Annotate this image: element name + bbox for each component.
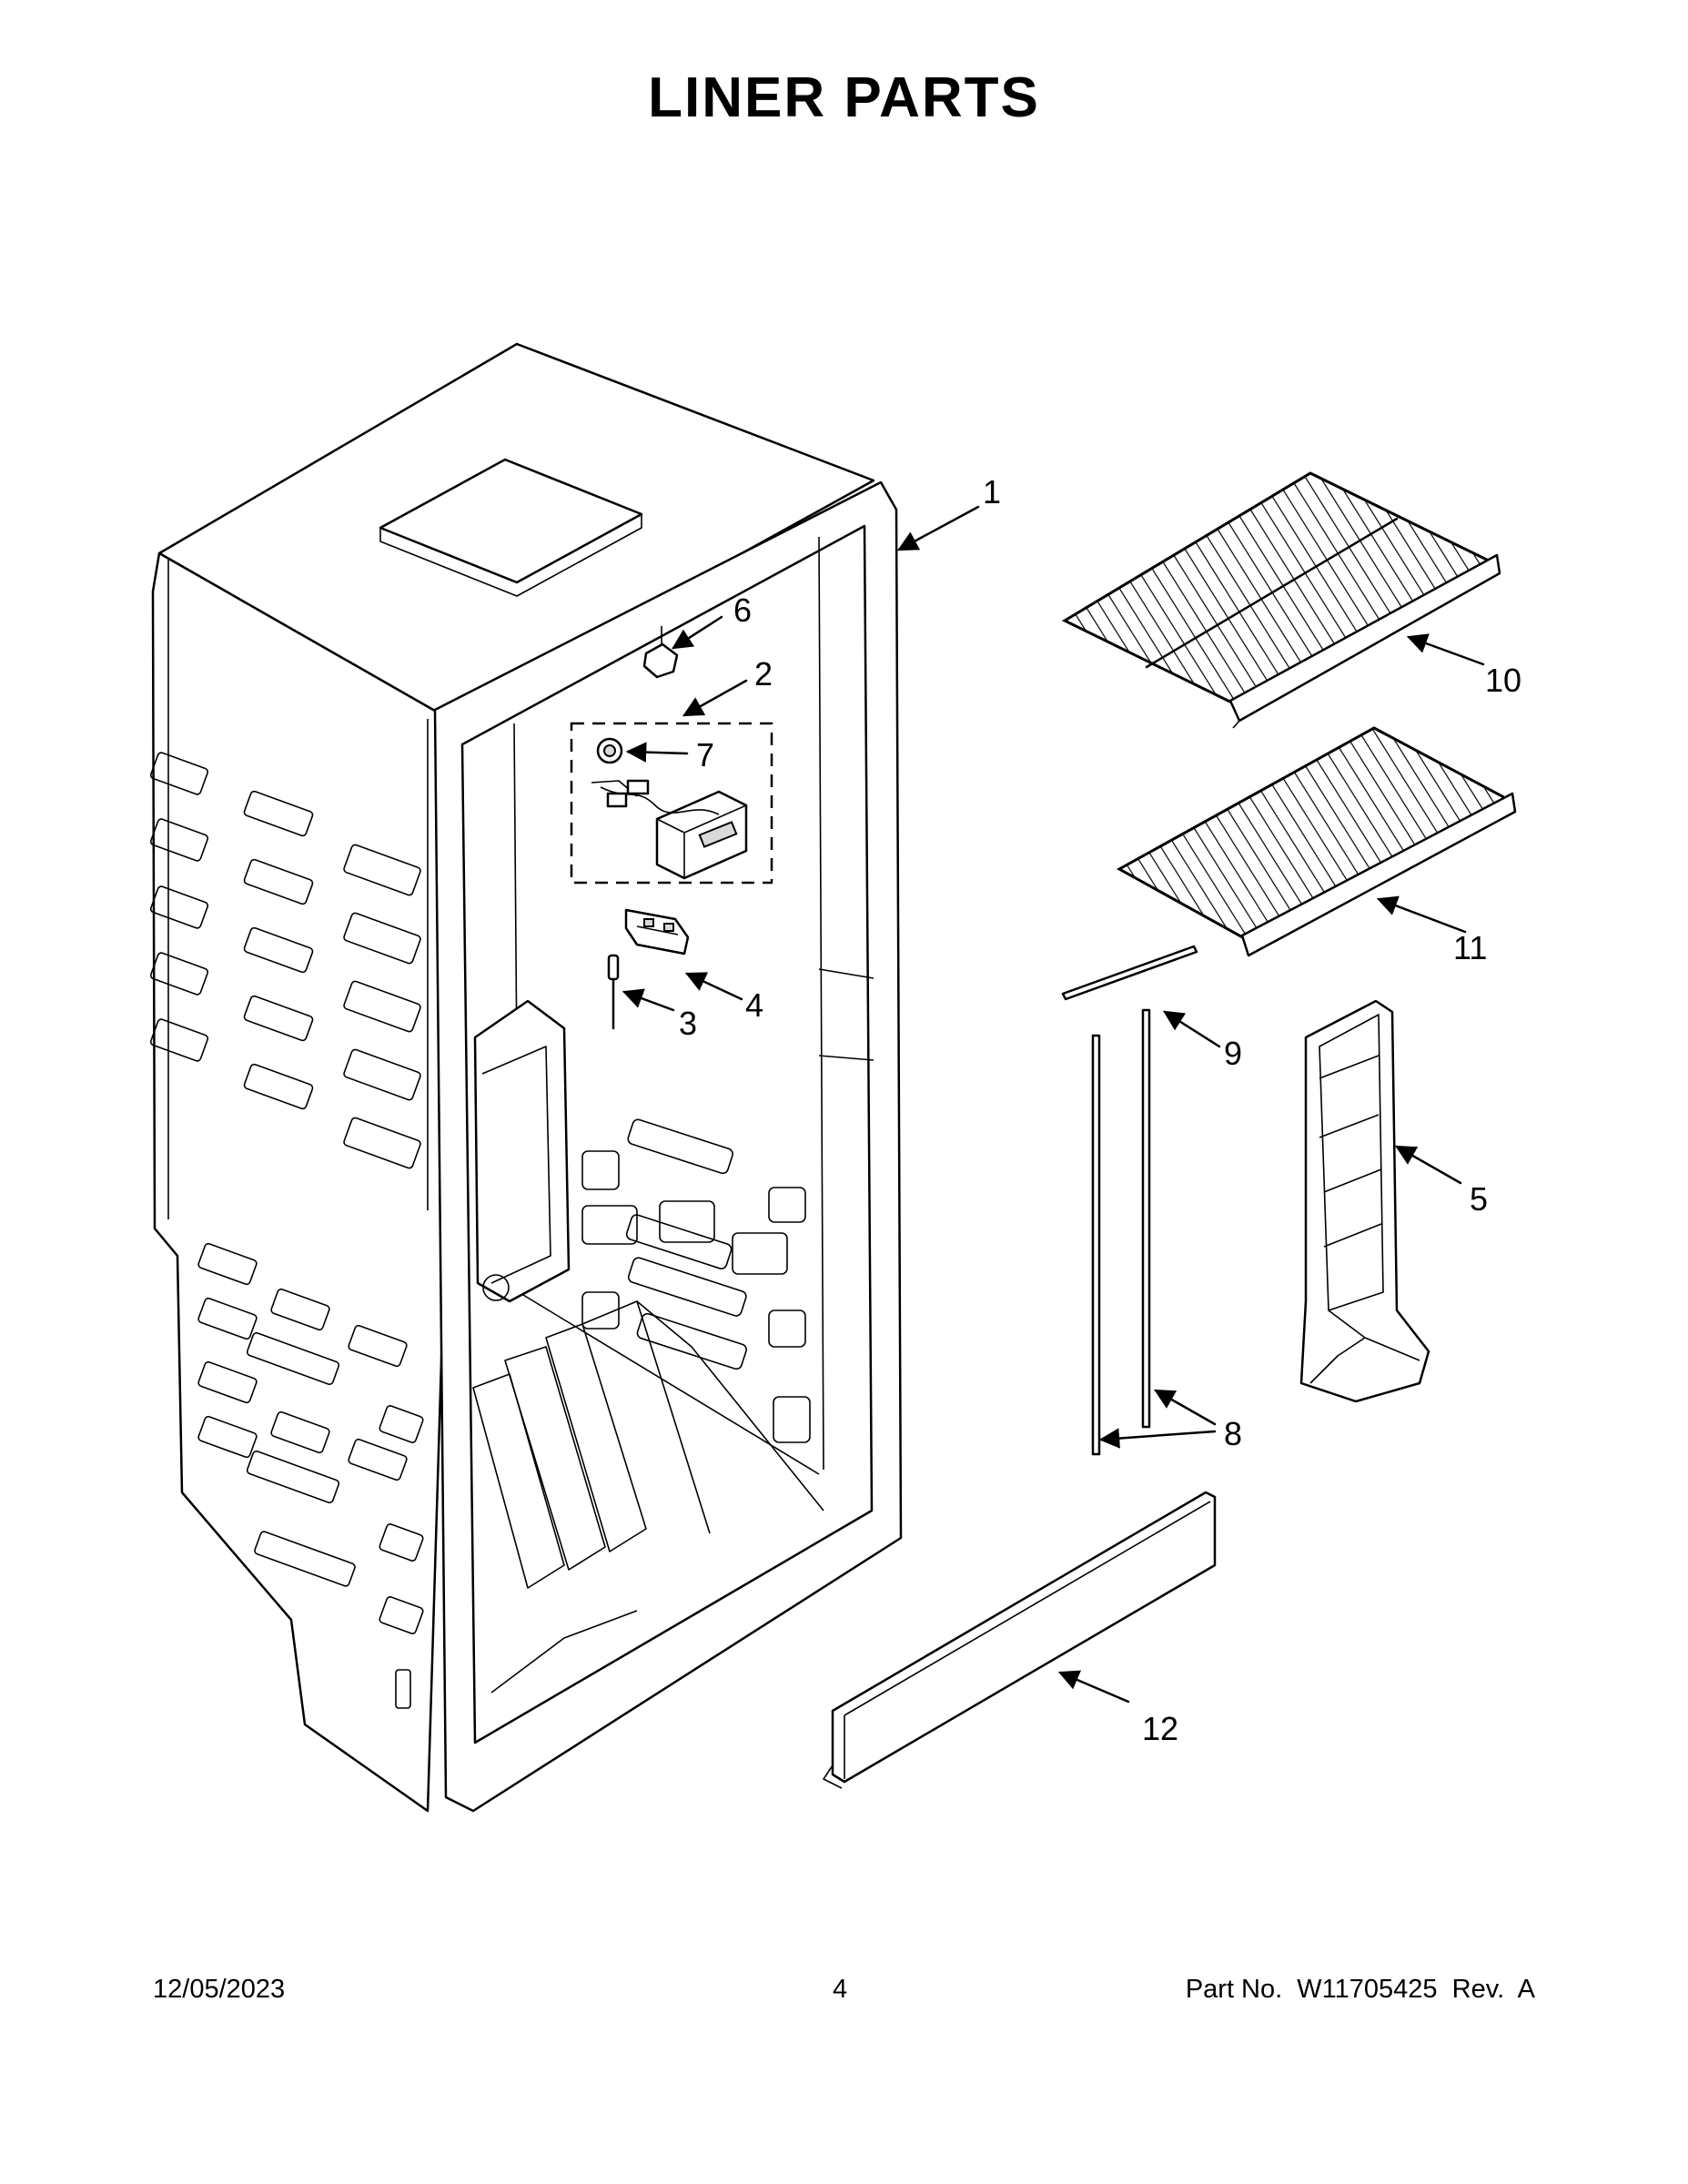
callout-4: 4 bbox=[745, 986, 763, 1024]
callout-6: 6 bbox=[733, 592, 752, 629]
callout-2: 2 bbox=[754, 655, 773, 693]
part-2-assembly-box bbox=[570, 722, 773, 885]
callout-1: 1 bbox=[983, 473, 1001, 511]
part-7-knob bbox=[596, 737, 623, 764]
part-3-sensor bbox=[607, 954, 620, 1030]
callout-9: 9 bbox=[1224, 1035, 1242, 1072]
part-8-rails bbox=[1091, 1008, 1151, 1456]
callout-3: 3 bbox=[679, 1005, 697, 1042]
callout-7: 7 bbox=[696, 736, 714, 774]
callout-8: 8 bbox=[1224, 1415, 1242, 1452]
liner-body bbox=[149, 342, 903, 1813]
leader-lines bbox=[622, 505, 1485, 1704]
part-4-bracket bbox=[624, 908, 690, 956]
part-12-trim bbox=[823, 1491, 1217, 1789]
part-6-fitting bbox=[642, 626, 679, 679]
part-10-wire-shelf bbox=[1061, 471, 1501, 729]
page-title: LINER PARTS bbox=[648, 66, 1040, 129]
footer-part-number: Part No. W11705425 Rev. A bbox=[1185, 1975, 1535, 2004]
part-2-control-housing bbox=[591, 779, 748, 880]
callout-12: 12 bbox=[1142, 1710, 1178, 1747]
footer-page-number: 4 bbox=[833, 1975, 848, 2004]
callout-5: 5 bbox=[1470, 1180, 1488, 1218]
callout-10: 10 bbox=[1485, 662, 1521, 699]
part-5-frame bbox=[1299, 999, 1430, 1403]
part-11-wire-shelf bbox=[1116, 726, 1517, 957]
callout-11: 11 bbox=[1453, 929, 1487, 966]
footer-date: 12/05/2023 bbox=[153, 1975, 286, 2004]
part-9-strip bbox=[1061, 945, 1198, 1001]
